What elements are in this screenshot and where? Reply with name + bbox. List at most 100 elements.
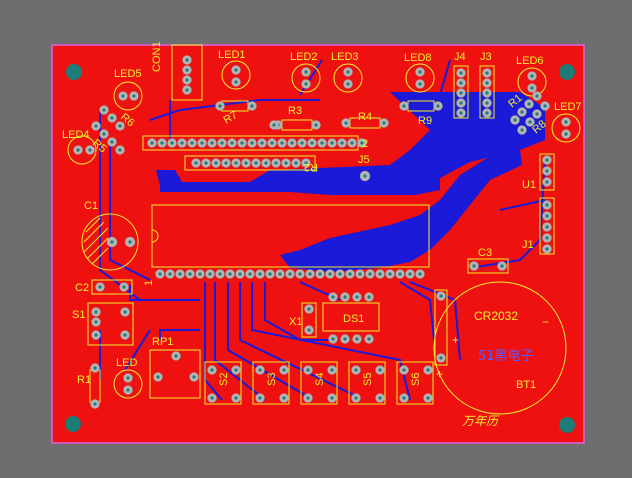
pad-hole	[185, 58, 189, 62]
pad-hole	[485, 81, 489, 85]
pad-hole	[185, 88, 189, 92]
pad-hole	[535, 112, 539, 116]
label-j3: J3	[480, 51, 492, 63]
pad-hole	[93, 402, 97, 406]
pad-hole	[378, 368, 382, 372]
pad-hole	[408, 272, 412, 276]
pad-hole	[180, 141, 184, 145]
pad-hole	[234, 80, 238, 84]
led1-ring	[221, 60, 251, 90]
pad-hole	[338, 272, 342, 276]
pad-hole	[358, 272, 362, 276]
label-r2: R2	[304, 161, 318, 173]
pad-hole	[343, 337, 347, 341]
pad-hole	[110, 140, 114, 144]
pad-hole	[200, 141, 204, 145]
pad-hole	[378, 396, 382, 400]
pad-hole	[545, 225, 549, 229]
pad-hole	[310, 141, 314, 145]
led7-ring	[551, 113, 581, 143]
pad-hole	[520, 110, 524, 114]
s4-outline	[300, 361, 338, 405]
pad-hole	[355, 337, 359, 341]
label-led5: LED5	[114, 68, 142, 80]
pad-hole	[545, 158, 549, 162]
pad-hole	[94, 310, 98, 314]
mount-hole-tl	[66, 64, 82, 80]
pad-hole	[564, 120, 568, 124]
pad-hole	[264, 161, 268, 165]
label-plus-cap: +	[436, 367, 443, 381]
c1-outline	[81, 213, 139, 271]
pad-hole	[363, 174, 367, 178]
pad-hole	[298, 272, 302, 276]
pad-hole	[268, 272, 272, 276]
pad-hole	[343, 295, 347, 299]
pad-hole	[150, 141, 154, 145]
pad-hole	[459, 71, 463, 75]
label-r4: R4	[358, 111, 372, 123]
pad-hole	[234, 368, 238, 372]
bt1-tab	[434, 289, 448, 366]
led5-ring	[113, 81, 143, 111]
mounting-holes	[65, 64, 575, 433]
pad-hole	[346, 82, 350, 86]
label-led3: LED3	[331, 51, 359, 63]
label-x1: X1	[289, 316, 302, 328]
label-led4: LED4	[62, 129, 90, 141]
pad-hole	[304, 82, 308, 86]
pad-hole	[360, 141, 364, 145]
pad-hole	[240, 141, 244, 145]
label-j1: J1	[522, 239, 534, 251]
pad-hole	[354, 368, 358, 372]
bt1-outline	[433, 281, 567, 415]
pad-hole	[485, 71, 489, 75]
label-led2: LED2	[290, 51, 318, 63]
pad-hole	[545, 236, 549, 240]
pad-hole	[220, 141, 224, 145]
pad-hole	[306, 396, 310, 400]
pad-hole	[378, 272, 382, 276]
pad-hole	[88, 148, 92, 152]
pads	[73, 55, 571, 409]
pad-hole	[126, 388, 130, 392]
pad-hole	[174, 354, 178, 358]
pad-hole	[194, 161, 198, 165]
label-u1: U1	[522, 179, 536, 191]
label-led: LED	[116, 357, 137, 369]
label-j4: J4	[454, 51, 466, 63]
pad-hole	[224, 161, 228, 165]
pad-hole	[543, 104, 547, 108]
board-outline	[51, 44, 585, 444]
pad-hole	[350, 141, 354, 145]
label-c1: C1	[84, 200, 98, 212]
j4-outline	[453, 65, 469, 119]
pad-hole	[93, 366, 97, 370]
c2-outline	[91, 279, 133, 295]
pad-hole	[500, 264, 504, 268]
j3-outline	[479, 65, 495, 119]
pad-hole	[244, 161, 248, 165]
pad-hole	[368, 272, 372, 276]
j1-outline	[539, 197, 555, 255]
label-led6: LED6	[516, 55, 544, 67]
pad-hole	[418, 82, 422, 86]
label-pin-1: 1	[143, 280, 155, 286]
pad-hole	[288, 272, 292, 276]
pad-hole	[439, 356, 443, 360]
c3-outline	[467, 258, 509, 274]
pad-hole	[535, 94, 539, 98]
pad-hole	[306, 368, 310, 372]
label-pin-2: 2	[362, 138, 368, 150]
pad-hole	[318, 272, 322, 276]
pad-hole	[250, 141, 254, 145]
pad-hole	[118, 148, 122, 152]
label-s2: S2	[218, 373, 230, 386]
pad-hole	[126, 376, 130, 380]
label-cr2032: CR2032	[474, 309, 518, 323]
pad-hole	[367, 295, 371, 299]
pad-hole	[178, 272, 182, 276]
label-s6: S6	[410, 373, 422, 386]
label-r3: R3	[288, 105, 302, 117]
